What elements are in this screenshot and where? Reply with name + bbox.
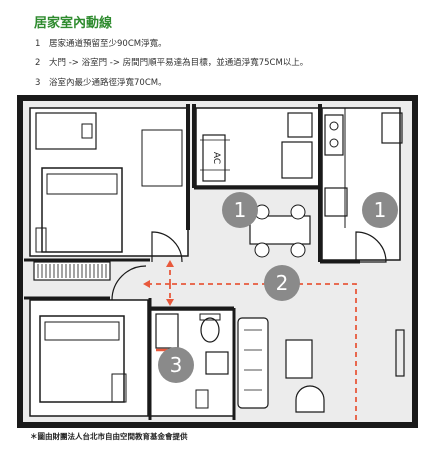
wardrobe [35,112,97,150]
bed [39,315,125,403]
note-number: 1 [35,39,41,49]
badge-number: 1 [374,198,387,222]
badge [158,347,194,383]
chair [290,242,306,258]
note-item: 1 居家通道預留至少90CM淨寬。 [35,37,167,49]
arrow-down-icon [166,299,174,306]
toilet [200,317,220,343]
door-swing [151,231,183,263]
dining-table [249,215,311,245]
note-number: 3 [35,78,41,88]
desk [141,129,183,187]
washer [287,112,313,138]
ac-unit [202,134,226,182]
sofa [237,317,269,409]
kitchen [321,107,401,261]
chair [254,242,270,258]
fridge [381,112,403,144]
burner-icon [329,121,339,131]
ac-label: AC [211,152,221,164]
chair [290,204,306,220]
note-text: 大門 -> 浴室門 -> 房間門順平易達為目標，並通過淨寬75CM以上。 [49,58,309,68]
bed [41,167,123,253]
note-item: 3 浴室內最少通路徑淨寬70CM。 [35,76,167,88]
cabinet [195,389,209,409]
note-text: 浴室內最少通路徑淨寬70CM。 [49,78,167,88]
sofa-cushions [244,329,262,391]
circulation-path [145,262,357,420]
coffee-table [285,339,313,379]
badge [362,192,398,228]
note-number: 2 [35,58,41,68]
burner-icon [329,138,339,148]
tv-cabinet [395,329,405,377]
credit-footer: ＊圖由財團法人台北市自由空間教育基金會提供 [30,432,188,441]
badge [222,192,258,228]
badge-number: 3 [170,353,183,377]
kitchen-sink [324,187,348,217]
pillow [44,321,120,341]
pillow [46,173,118,195]
arrow-up-icon [166,260,174,267]
page-title: 居家室內動線 [34,16,113,31]
entry-door [355,231,387,263]
outer-wall [17,95,418,428]
door-swing [111,265,147,301]
stove [324,114,344,156]
arrow-left-icon [143,280,150,288]
chair [81,123,93,139]
shelf-lines [200,139,230,171]
nightstand [111,373,127,403]
armchair [295,385,325,413]
cabinet [33,261,111,281]
bath-sink [205,351,229,375]
badge-number: 1 [234,198,247,222]
cabinet-slats [37,264,107,278]
note-text: 居家通道預留至少90CM淨寬。 [49,39,167,49]
nightstand [35,227,47,253]
badge-number: 2 [276,271,289,295]
toilet-tank [199,313,221,321]
shower [155,313,179,349]
badge [264,265,300,301]
note-item: 2 大門 -> 浴室門 -> 房間門順平易達為目標，並通過淨寬75CM以上。 [35,56,308,68]
sink [281,141,313,179]
